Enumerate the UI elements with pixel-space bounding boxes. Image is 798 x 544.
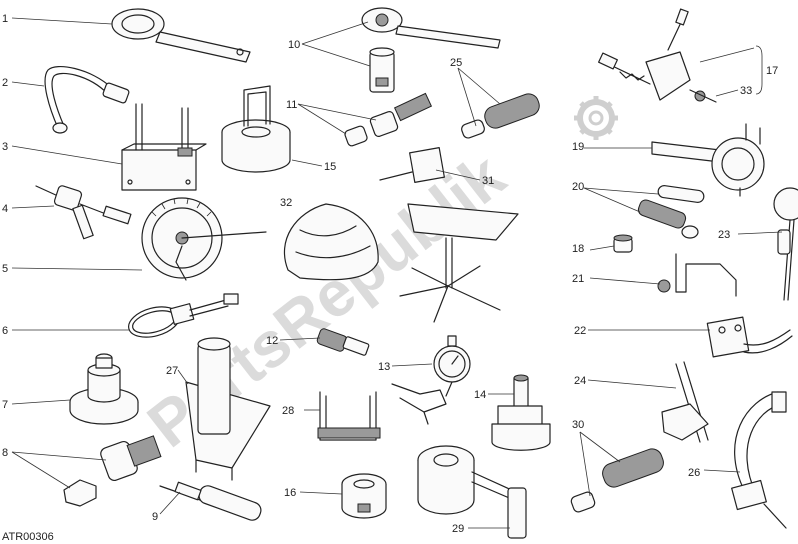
label-11: 11 bbox=[286, 99, 297, 111]
tool-10-spanner-socket bbox=[361, 7, 501, 93]
tool-20-pins bbox=[637, 185, 705, 239]
tool-16-castle-socket bbox=[341, 473, 387, 519]
label-27: 27 bbox=[166, 365, 178, 377]
label-2: 2 bbox=[2, 77, 8, 89]
leader-lines bbox=[11, 17, 783, 529]
tool-30-sleeves bbox=[570, 448, 664, 513]
label-31: 31 bbox=[482, 175, 494, 187]
label-14: 14 bbox=[474, 389, 486, 401]
tool-6-strap-wrench bbox=[128, 293, 239, 338]
label-28: 28 bbox=[282, 405, 294, 417]
label-29: 29 bbox=[452, 523, 464, 535]
label-7: 7 bbox=[2, 399, 8, 411]
tool-25-sleeves bbox=[461, 93, 540, 139]
label-33: 33 bbox=[740, 85, 752, 97]
label-13: 13 bbox=[378, 361, 390, 373]
tool-22-holder bbox=[706, 316, 793, 358]
label-22: 22 bbox=[574, 325, 586, 337]
tool-19-locking-plate bbox=[651, 123, 765, 197]
tool-8-sleeve-set bbox=[63, 435, 162, 507]
label-18: 18 bbox=[572, 243, 584, 255]
label-30: 30 bbox=[572, 419, 584, 431]
label-16: 16 bbox=[284, 487, 296, 499]
tool-5-degree-wheel bbox=[141, 197, 267, 281]
tool-23-bore-gauge bbox=[773, 187, 798, 301]
tool-26-support-arm bbox=[731, 391, 787, 529]
tool-24-bent-rod bbox=[661, 361, 709, 443]
label-8: 8 bbox=[2, 447, 8, 459]
label-17: 17 bbox=[766, 65, 778, 77]
label-24: 24 bbox=[574, 375, 586, 387]
tool-21-bracket bbox=[657, 253, 737, 297]
label-1: 1 bbox=[2, 13, 8, 25]
tool-11-adapters bbox=[344, 92, 433, 147]
label-26: 26 bbox=[688, 467, 700, 479]
tool-12-threaded-pin bbox=[316, 328, 370, 356]
label-20: 20 bbox=[572, 181, 584, 193]
label-3: 3 bbox=[2, 141, 8, 153]
tool-3-stud-bracket bbox=[121, 103, 207, 191]
tool-27-fixture bbox=[185, 337, 271, 481]
label-32: 32 bbox=[280, 197, 292, 209]
tool-15-ring-holder bbox=[221, 85, 291, 173]
label-12: 12 bbox=[266, 335, 278, 347]
tool-32-cover bbox=[283, 203, 379, 281]
tool-13-dial-gauge bbox=[391, 335, 471, 425]
tool-28-u-bracket bbox=[317, 391, 381, 441]
tool-4-puller bbox=[35, 185, 132, 240]
label-25: 25 bbox=[450, 57, 462, 69]
label-10: 10 bbox=[288, 39, 300, 51]
tool-7-socket-base bbox=[69, 353, 139, 425]
tool-17-timing-tool bbox=[598, 8, 717, 103]
tool-9-driver bbox=[159, 481, 262, 521]
tool-14-socket-shaft bbox=[491, 374, 551, 451]
label-4: 4 bbox=[2, 203, 8, 215]
tool-18-nut bbox=[613, 234, 633, 253]
label-19: 19 bbox=[572, 141, 584, 153]
label-5: 5 bbox=[2, 263, 8, 275]
label-9: 9 bbox=[152, 511, 158, 523]
tool-2-bent-bar bbox=[44, 66, 130, 134]
label-15: 15 bbox=[324, 161, 336, 173]
figure-code: ATR00306 bbox=[2, 531, 54, 543]
tool-1-ring-wrench bbox=[111, 8, 251, 63]
gear-icon bbox=[574, 96, 618, 140]
label-6: 6 bbox=[2, 325, 8, 337]
tool-29-socket-handle bbox=[417, 445, 527, 539]
tool-31-stand bbox=[379, 147, 519, 323]
part-labels: 1 2 3 4 5 6 7 8 9 10 11 12 13 14 15 16 1… bbox=[2, 13, 778, 535]
label-23: 23 bbox=[718, 229, 730, 241]
label-21: 21 bbox=[572, 273, 584, 285]
